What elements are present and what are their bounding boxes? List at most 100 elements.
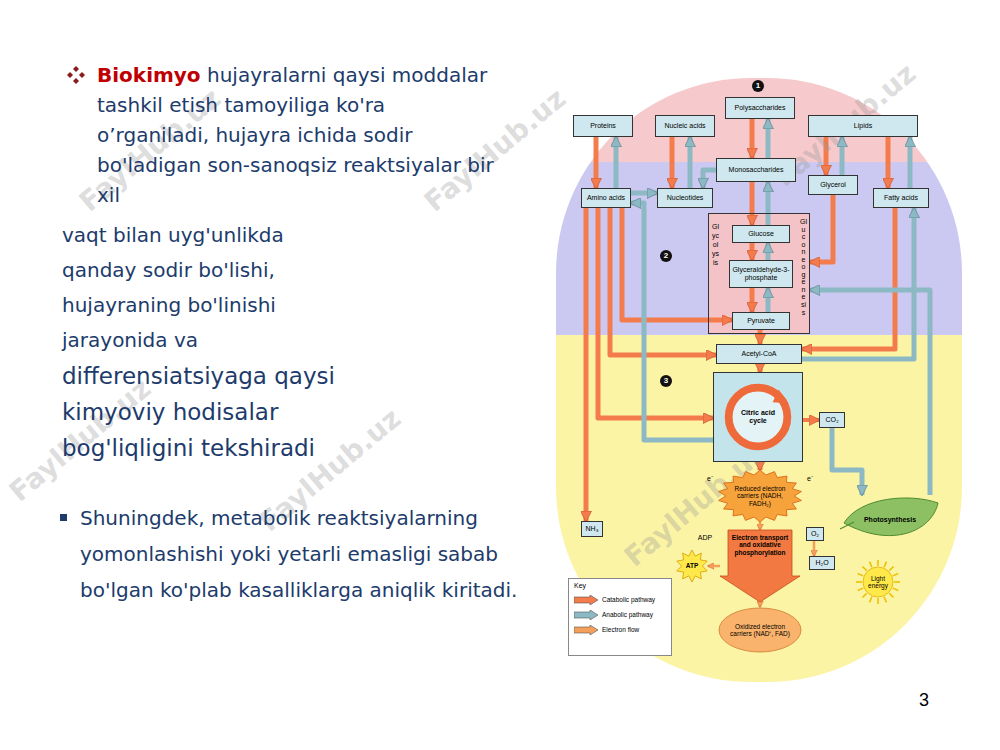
catabolic-arrow — [803, 418, 819, 422]
electron-flow-arrow — [759, 522, 762, 530]
node-label: Light energy — [868, 575, 888, 589]
node-label: NH₃ — [586, 525, 599, 532]
anabolic-arrow — [766, 243, 771, 260]
node-label: Nucleotides — [667, 194, 704, 201]
catabolic-arrow — [598, 208, 713, 418]
catabolic-arrow — [750, 288, 755, 312]
metabolite-box: Amino acids — [581, 188, 631, 208]
paragraph: vaqt bilan uyg'unlikda qanday sodir bo'l… — [62, 218, 362, 358]
catabolic-arrow — [584, 208, 589, 521]
node-label: Polysaccharides — [735, 104, 786, 111]
node-label: Amino acids — [587, 194, 625, 201]
page-number: 3 — [919, 690, 929, 711]
electron-label: e⁻ — [807, 474, 813, 483]
energy-starburst: ATP — [676, 550, 708, 582]
carrier-starburst: Reduced electron carriers (NADH, FADH₂) — [718, 470, 802, 522]
molecule-label: ADP — [698, 534, 712, 541]
pathway-label: Glycolysis — [712, 222, 719, 267]
leaf-node: Photosynthesis — [840, 495, 940, 545]
catabolic-arrow — [758, 462, 763, 470]
node-label: Oxidized electron carriers (NAD⁺, FAD) — [730, 623, 790, 637]
metabolite-box: Polysaccharides — [725, 97, 795, 119]
anabolic-arrow — [802, 208, 914, 359]
bullet-symbol — [60, 514, 68, 522]
metabolite-box: Acetyl-CoA — [716, 344, 802, 364]
node-label: Glyceraldehyde-3-phosphate — [732, 266, 789, 281]
node-label: Glycerol — [820, 181, 846, 188]
anabolic-arrow — [840, 137, 845, 175]
catabolic-arrow — [594, 137, 599, 188]
node-label: Monosaccharides — [729, 166, 784, 173]
anabolic-arrow — [766, 182, 771, 225]
metabolite-box: Nucleic acids — [655, 115, 715, 137]
node-label: Electron transport and oxidative phospho… — [732, 534, 788, 556]
node-label: Proteins — [590, 122, 616, 129]
catabolic-arrow — [670, 137, 675, 188]
node-label: O₂ — [811, 530, 819, 537]
anabolic-arrow — [810, 290, 930, 495]
metabolite-box: Proteins — [573, 115, 633, 137]
anabolic-arrow — [703, 170, 716, 188]
anabolic-arrow — [766, 119, 771, 158]
node-label: Reduced electron carriers (NADH, FADH₂) — [735, 485, 786, 507]
callout-number: 2 — [660, 250, 672, 262]
metabolite-box: Nucleotides — [657, 188, 713, 208]
anabolic-arrow — [631, 203, 713, 440]
catabolic-arrow — [750, 182, 755, 225]
pathway-label: Gluconeogenesis — [800, 218, 807, 316]
metabolite-box: Glycerol — [808, 175, 858, 195]
metabolite-box: CO₂ — [819, 412, 845, 428]
electron-flow-arrow — [759, 602, 762, 607]
sun-node: Light energy — [855, 559, 901, 605]
legend-box: KeyCatabolic pathwayAnabolic pathwayElec… — [568, 578, 672, 656]
catabolic-arrow — [750, 119, 755, 158]
pathway-box: Glycolysis Gluconeogenesis GlucoseGlyceral… — [708, 213, 810, 334]
metabolite-box: Lipids — [808, 115, 918, 137]
node-label: CO₂ — [825, 416, 838, 423]
paragraph: Biokimyo hujayralarni qaysi moddalar tas… — [97, 60, 497, 210]
node-label: Fatty acids — [884, 194, 918, 201]
metabolite-box: Monosaccharides — [716, 158, 796, 182]
node-label: Nucleic acids — [664, 122, 705, 129]
cycle-box: Citric acid cycle — [713, 372, 803, 462]
bullet-symbol — [67, 66, 85, 84]
metabolite-box: O₂ — [806, 527, 824, 541]
catabolic-arrow — [758, 364, 763, 372]
legend-row: Catabolic pathway — [574, 592, 666, 607]
electron-flow-arrow — [813, 541, 816, 556]
node-label: H₂O — [815, 559, 828, 566]
anabolic-arrow — [908, 137, 913, 188]
legend-row: Anabolic pathway — [574, 607, 666, 622]
anabolic-arrow — [688, 137, 693, 188]
node-label: Lipids — [854, 122, 872, 129]
watermark: FaylHub.uz — [418, 82, 572, 219]
anabolic-arrow — [631, 191, 657, 196]
term-highlight: Biokimyo — [97, 63, 201, 87]
legend-text: Anabolic pathway — [602, 611, 653, 618]
legend-text: Electron flow — [602, 626, 639, 633]
text-column: Biokimyo hujayralarni qaysi moddalar tas… — [0, 60, 540, 608]
carrier-blob: Oxidized electron carriers (NAD⁺, FAD) — [718, 607, 802, 653]
metabolite-box: Glyceraldehyde-3-phosphate — [729, 260, 793, 288]
body-text: differensiatsiyaga qaysi kimyoviy hodisa… — [62, 363, 335, 461]
catabolic-arrow — [758, 330, 763, 344]
node-label: Glucose — [748, 230, 774, 237]
catabolic-arrow — [886, 137, 891, 188]
paragraph: differensiatsiyaga qaysi kimyoviy hodisa… — [62, 358, 407, 466]
catabolic-arrow — [622, 208, 732, 320]
node-label: Acetyl-CoA — [741, 350, 776, 357]
paragraph: Shuningdek, metabolik reaktsiyalarning y… — [80, 500, 520, 608]
legend-swatch — [574, 595, 598, 605]
catabolic-arrow — [750, 243, 755, 260]
anabolic-arrow — [614, 137, 619, 188]
catabolic-arrow — [802, 208, 895, 349]
node-label: Citric acid cycle — [741, 409, 775, 424]
catabolic-arrow — [824, 137, 829, 175]
metabolite-box: Pyruvate — [732, 312, 790, 330]
node-label: Photosynthesis — [864, 516, 916, 523]
legend-swatch — [574, 610, 598, 620]
body-text: vaqt bilan uyg'unlikda qanday sodir bo'l… — [62, 223, 284, 352]
catabolic-arrow — [610, 208, 716, 355]
pathway-fill — [708, 213, 810, 334]
node-label: Pyruvate — [747, 317, 775, 324]
